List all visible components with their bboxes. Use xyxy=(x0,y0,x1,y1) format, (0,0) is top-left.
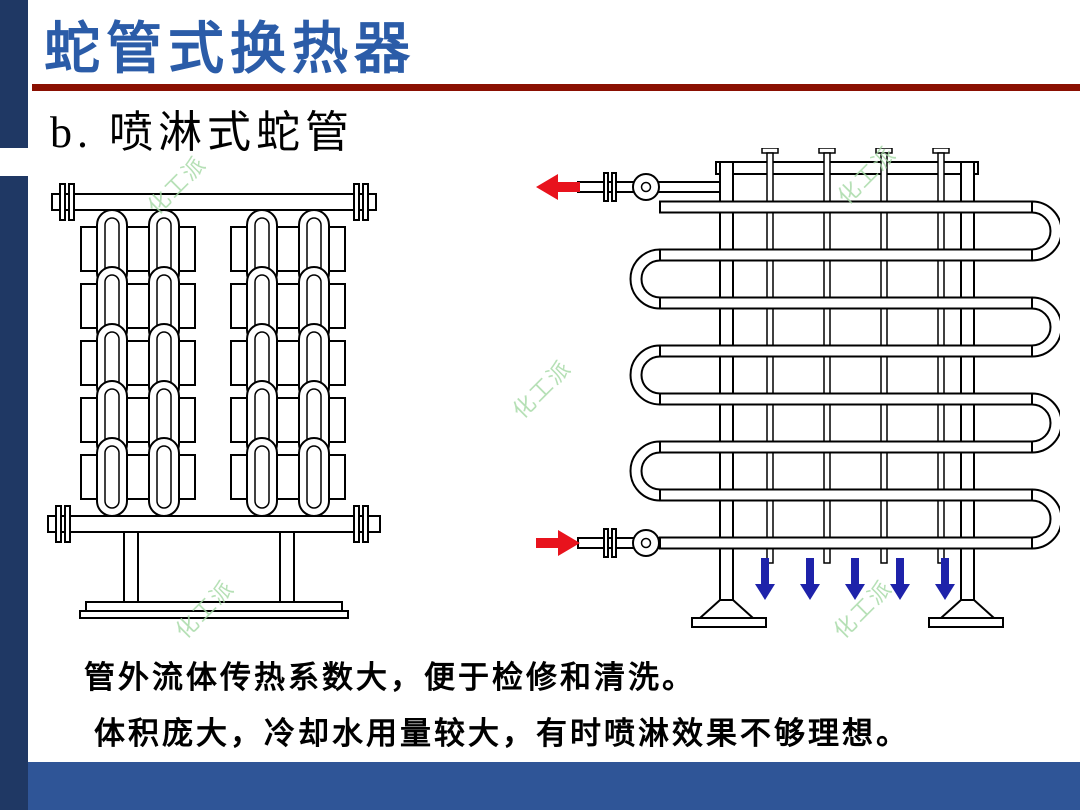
return-bend-left xyxy=(629,440,661,502)
frame-feet xyxy=(691,599,1004,628)
tube-row xyxy=(659,440,1033,454)
section-subtitle: b. 喷淋式蛇管 xyxy=(50,108,354,157)
page-title: 蛇管式换热器 xyxy=(44,17,416,80)
spray-coil-front-view-diagram xyxy=(47,183,381,619)
blue-down-arrow-icon xyxy=(845,558,865,600)
left-border-bar-bottom xyxy=(0,176,28,810)
blue-down-arrow-icon xyxy=(935,558,955,600)
top-header-pipe xyxy=(51,183,377,221)
blue-down-arrow-icon xyxy=(890,558,910,600)
coil-chain-column-left xyxy=(80,209,196,517)
outlet-pipe xyxy=(536,172,721,202)
tube-row xyxy=(659,488,1033,502)
support-frame xyxy=(715,161,979,619)
tube-row xyxy=(659,296,1033,310)
support-stand xyxy=(79,531,349,619)
return-bend-left xyxy=(629,344,661,406)
foot-gusset xyxy=(938,599,997,619)
red-left-arrow-icon xyxy=(536,174,580,200)
title-divider xyxy=(32,84,1080,91)
return-bend-right xyxy=(1031,200,1060,262)
foot-plate xyxy=(928,617,1004,628)
coil-row xyxy=(230,437,346,517)
tube-row xyxy=(659,536,1033,550)
coil-row xyxy=(80,437,196,517)
valve-icon xyxy=(632,529,660,557)
return-bends xyxy=(629,200,1060,550)
tube-bank xyxy=(659,200,1033,550)
return-bend-left xyxy=(629,248,661,310)
spray-coil-side-view-diagram xyxy=(536,148,1060,628)
tube-row xyxy=(659,392,1033,406)
tube-row xyxy=(659,200,1033,214)
valve-icon xyxy=(632,173,660,201)
footer-bar xyxy=(28,762,1080,810)
caption-advantage: 管外流体传热系数大，便于检修和清洗。 xyxy=(84,660,696,695)
foot-gusset xyxy=(697,599,756,619)
blue-down-arrow-icon xyxy=(755,558,775,600)
caption-disadvantage: 体积庞大，冷却水用量较大，有时喷淋效果不够理想。 xyxy=(94,716,910,751)
spray-drip-arrows xyxy=(755,558,955,600)
left-border-bar-top xyxy=(0,0,28,148)
coil-chain-column-right xyxy=(230,209,346,517)
return-bend-right xyxy=(1031,296,1060,358)
tube-row xyxy=(659,248,1033,262)
red-right-arrow-icon xyxy=(536,530,580,556)
tube-row xyxy=(659,344,1033,358)
inlet-pipe xyxy=(536,528,661,558)
blue-down-arrow-icon xyxy=(800,558,820,600)
foot-plate xyxy=(691,617,767,628)
bottom-header-pipe xyxy=(47,505,381,543)
return-bend-right xyxy=(1031,488,1060,550)
return-bend-right xyxy=(1031,392,1060,454)
